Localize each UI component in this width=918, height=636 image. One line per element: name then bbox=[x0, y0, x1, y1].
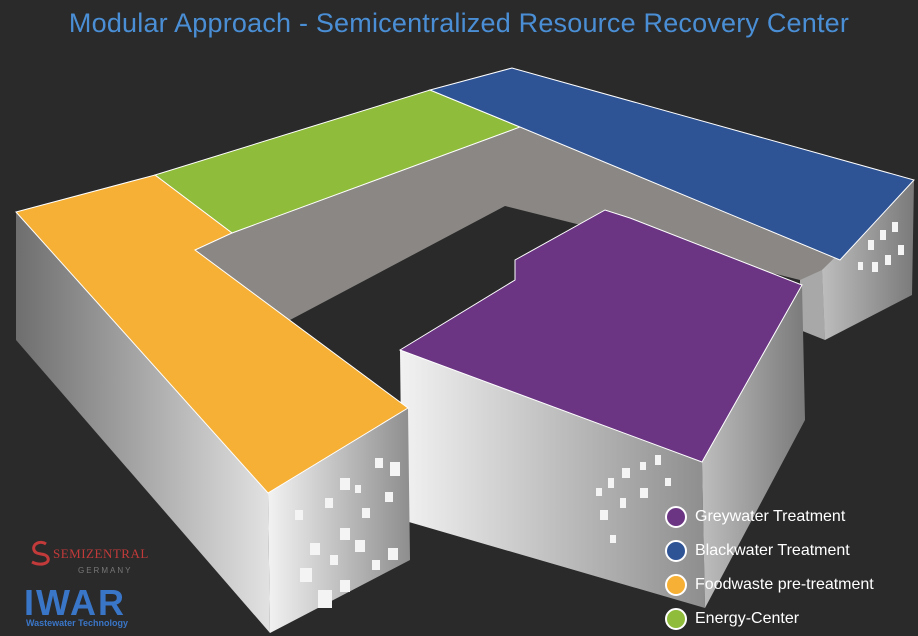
semizentral-mark-icon bbox=[31, 540, 50, 566]
legend: Greywater Treatment Blackwater Treatment… bbox=[665, 500, 874, 636]
legend-label: Greywater Treatment bbox=[695, 508, 846, 525]
semizentral-sub: GERMANY bbox=[78, 566, 133, 575]
blackwater-side-wall bbox=[822, 180, 914, 340]
legend-label: Blackwater Treatment bbox=[695, 542, 850, 559]
iwar-name: IWAR bbox=[24, 582, 126, 623]
semizentral-logo: SEMIZENTRAL GERMANY bbox=[26, 536, 166, 582]
blackwater-inner-wall bbox=[800, 270, 825, 340]
blackwater-roof bbox=[428, 67, 915, 261]
iwar-sub: Wastewater Technology bbox=[26, 618, 129, 628]
page-title: Modular Approach - Semicentralized Resou… bbox=[68, 8, 850, 38]
legend-item-energy-center: Energy-Center bbox=[665, 602, 874, 636]
foodwaste-swatch-icon bbox=[665, 574, 687, 596]
legend-item-blackwater: Blackwater Treatment bbox=[665, 534, 874, 568]
greywater-front-wall bbox=[400, 350, 705, 608]
legend-label: Energy-Center bbox=[695, 610, 800, 627]
foodwaste-roof bbox=[15, 174, 409, 494]
greywater-swatch-icon bbox=[665, 506, 687, 528]
legend-label: Foodwaste pre-treatment bbox=[695, 576, 874, 593]
iwar-logo: IWAR Wastewater Technology bbox=[24, 582, 164, 632]
greywater-side-wall bbox=[702, 285, 805, 608]
connector-roof bbox=[195, 127, 840, 340]
energy-center-swatch-icon bbox=[665, 608, 687, 630]
semizentral-name: SEMIZENTRAL bbox=[53, 546, 149, 561]
legend-item-foodwaste: Foodwaste pre-treatment bbox=[665, 568, 874, 602]
foodwaste-side-wall bbox=[16, 212, 270, 633]
blackwater-swatch-icon bbox=[665, 540, 687, 562]
greywater-roof bbox=[398, 209, 803, 463]
legend-item-greywater: Greywater Treatment bbox=[665, 500, 874, 534]
